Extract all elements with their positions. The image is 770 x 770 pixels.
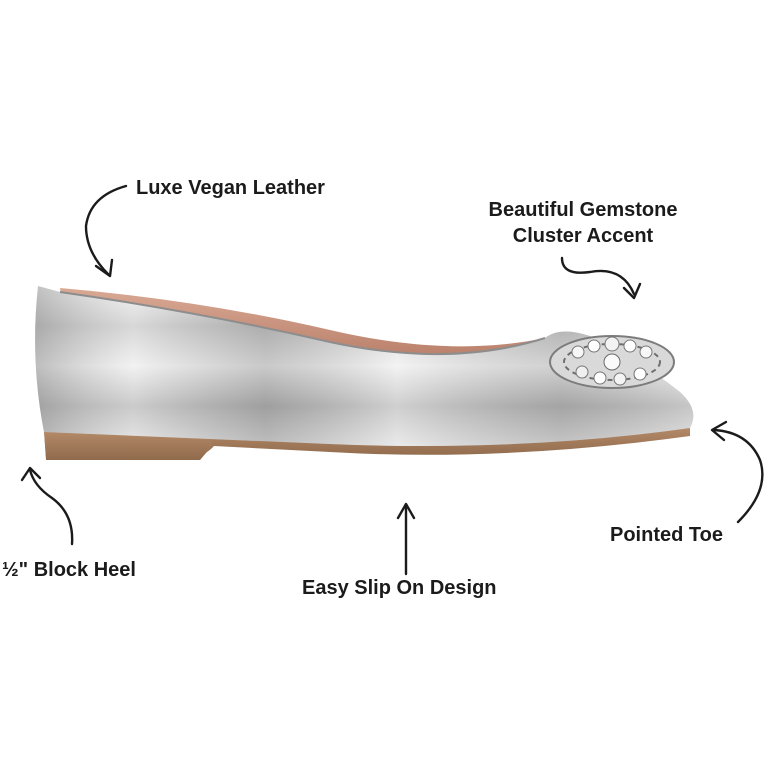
curved-arrow-icon — [560, 256, 642, 300]
gemstone-cluster — [549, 335, 675, 389]
block-heel — [44, 430, 212, 460]
curved-arrow-icon — [84, 184, 128, 278]
callout-heel: ½" Block Heel — [2, 559, 136, 581]
arrow-up-icon — [396, 502, 416, 576]
curved-arrow-icon — [20, 466, 74, 546]
callout-gemstone-line1: Beautiful Gemstone — [488, 199, 678, 221]
callout-gemstone-line2: Cluster Accent — [512, 225, 654, 247]
shoe-lining — [60, 288, 545, 360]
callout-gemstone: Beautiful Gemstone Cluster Accent — [478, 197, 688, 249]
callout-slip-on: Easy Slip On Design — [302, 577, 497, 599]
curved-arrow-icon — [710, 420, 764, 524]
callout-toe: Pointed Toe — [610, 524, 723, 546]
callout-leather: Luxe Vegan Leather — [136, 177, 325, 199]
